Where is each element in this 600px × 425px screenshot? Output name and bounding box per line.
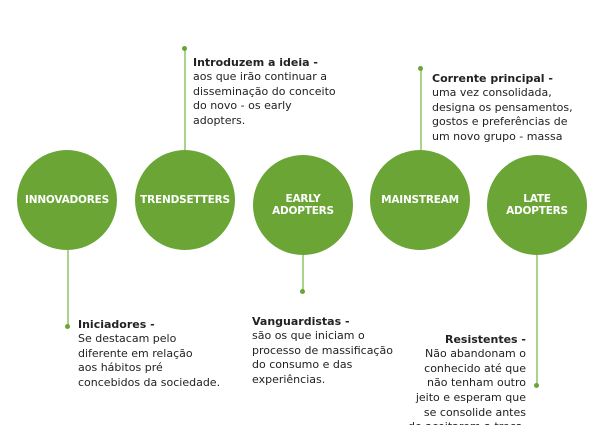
stage-circle-trendsetters: TRENDSETTERS xyxy=(135,150,235,250)
connector-line xyxy=(536,255,538,386)
connector-dot xyxy=(182,46,187,51)
note-title: Corrente principal - xyxy=(432,71,553,85)
connector-line xyxy=(184,48,186,150)
note-body: são os que iniciam o processo de massifi… xyxy=(252,329,393,386)
connector-dot xyxy=(300,289,305,294)
note-body: uma vez consolidada, designa os pensamen… xyxy=(432,86,573,143)
stage-circle-early-adopters: EARLY ADOPTERS xyxy=(253,155,353,255)
connector-dot xyxy=(534,383,539,388)
note-early-adopters: Vanguardistas -são os que iniciam o proc… xyxy=(252,300,393,388)
note-mainstream: Corrente principal -uma vez consolidada,… xyxy=(432,57,573,145)
note-title: Introduzem a ideia - xyxy=(193,55,318,69)
note-innovadores: Iniciadores -Se destacam pelo diferente … xyxy=(78,303,220,391)
note-trendsetters: Introduzem a ideia -aos que irão continu… xyxy=(193,41,336,129)
connector-line xyxy=(420,68,422,150)
stage-circle-mainstream: MAINSTREAM xyxy=(370,150,470,250)
connector-line xyxy=(302,255,304,291)
note-body: Não abandonam o conhecido até que não te… xyxy=(408,347,526,425)
stage-circle-innovadores: INNOVADORES xyxy=(17,150,117,250)
note-body: Se destacam pelo diferente em relação ao… xyxy=(78,332,221,389)
note-late-adopters: Resistentes -Não abandonam o conhecido a… xyxy=(408,318,526,425)
note-title: Resistentes - xyxy=(444,332,526,346)
connector-dot xyxy=(418,66,423,71)
stage-circle-late-adopters: LATE ADOPTERS xyxy=(487,155,587,255)
note-title: Iniciadores - xyxy=(78,317,155,331)
note-body: aos que irão continuar a disseminação do… xyxy=(193,70,336,127)
note-title: Vanguardistas - xyxy=(252,314,350,328)
connector-line xyxy=(67,250,69,326)
connector-dot xyxy=(65,324,70,329)
